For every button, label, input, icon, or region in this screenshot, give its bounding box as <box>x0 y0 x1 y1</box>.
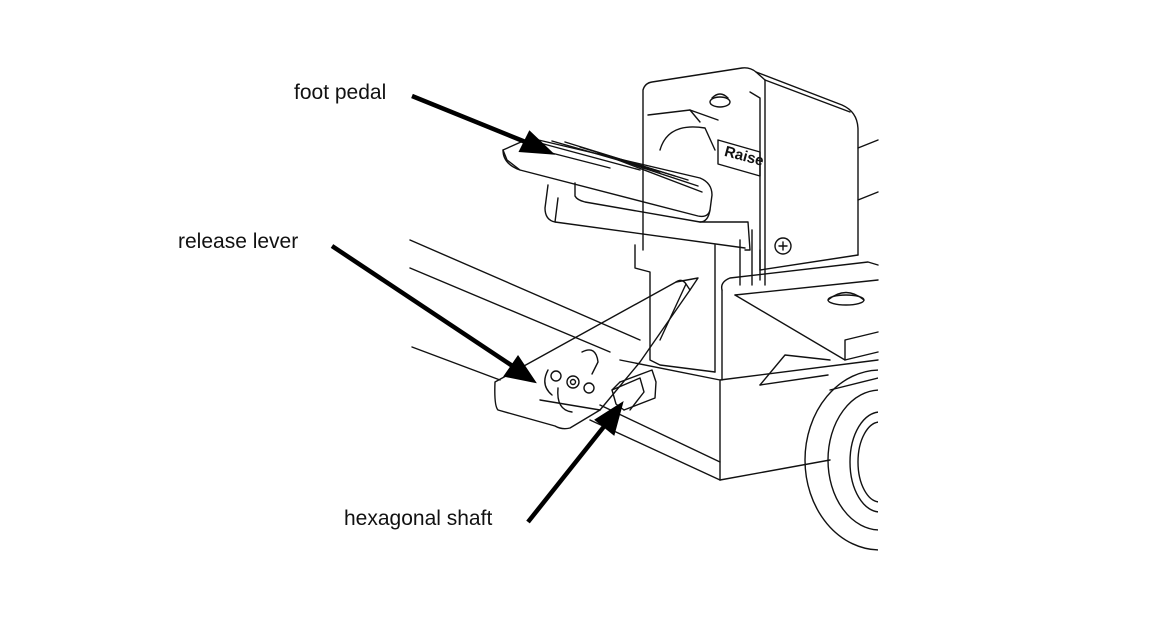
release-lever-arrowhead <box>503 354 537 384</box>
hexagonal-shaft-arrowhead <box>594 400 624 436</box>
foot-pedal-arrowhead <box>518 130 556 155</box>
release-lever-arrow <box>330 244 516 369</box>
release-lever-label: release lever <box>178 230 299 253</box>
leader-arrows <box>330 93 624 524</box>
wheel <box>804 369 878 551</box>
housing-raise-label: Raise <box>723 143 766 170</box>
foot-pedal <box>502 137 751 251</box>
hexagonal-shaft <box>611 369 657 411</box>
foot-pedal-label: foot pedal <box>294 81 387 104</box>
hexagonal-shaft-arrow <box>526 422 608 524</box>
frame-rails <box>409 239 721 481</box>
hexagonal-shaft-label: hexagonal shaft <box>344 507 493 530</box>
pump-housing <box>642 67 879 286</box>
pump-column <box>634 229 753 373</box>
release-lever <box>494 277 699 430</box>
foot-pedal-arrow <box>411 93 529 146</box>
chassis <box>619 261 879 481</box>
